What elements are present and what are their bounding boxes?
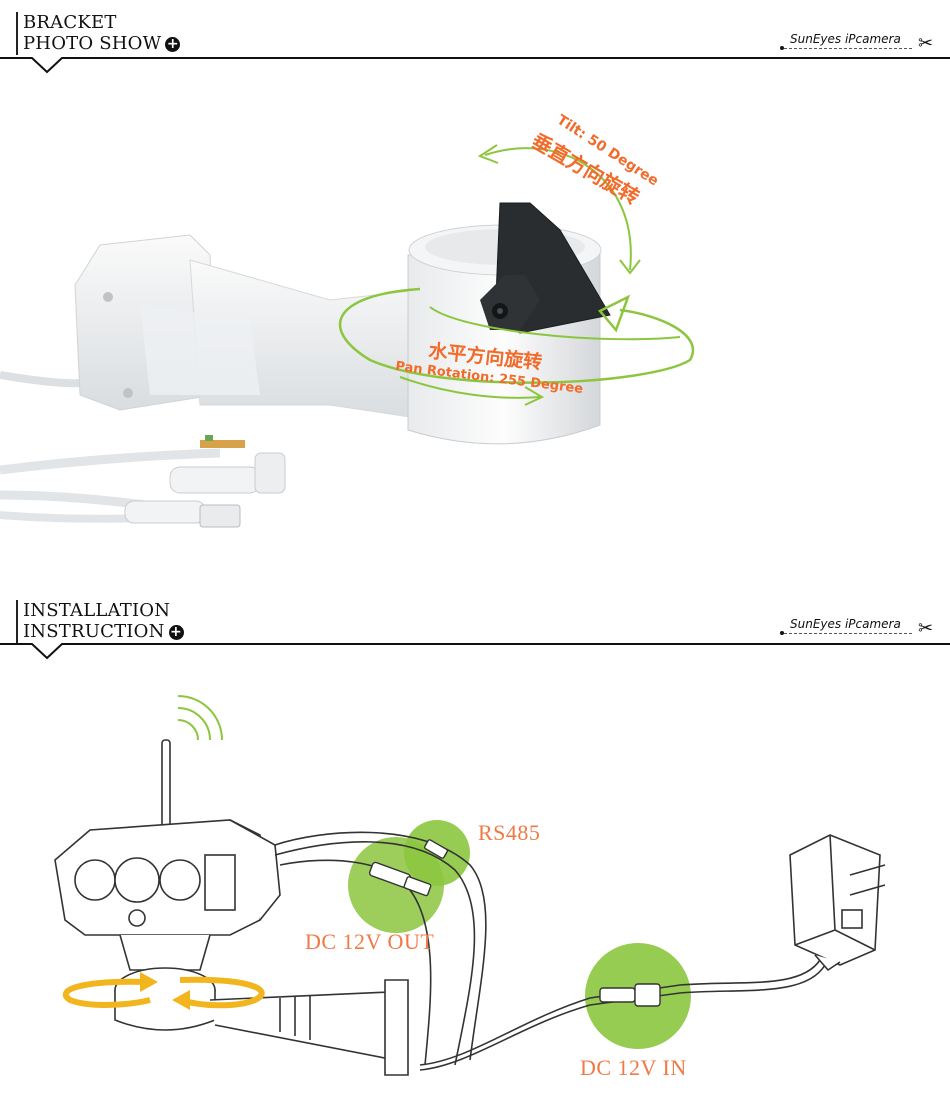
section-title: INSTALLATION INSTRUCTION+: [23, 600, 184, 642]
title-line-1: INSTALLATION: [23, 600, 171, 621]
header-accent-bar: [16, 12, 18, 55]
dc-in-label: DC 12V IN: [580, 1055, 687, 1080]
expand-plus-icon[interactable]: +: [165, 36, 181, 52]
title-line-2-text: PHOTO SHOW: [23, 33, 162, 54]
brand-dot: [780, 631, 784, 635]
section-1-rule: [0, 57, 950, 74]
wifi-signal-icon: [177, 695, 223, 741]
rotation-arrow-left: [62, 978, 151, 1008]
brand-dot: [780, 46, 784, 50]
tilt-arrow: [484, 147, 632, 271]
brand-label: SunEyes iPcamera: [790, 617, 901, 631]
brand-dashed-line: [784, 633, 912, 634]
section-title: BRACKET PHOTO SHOW+: [23, 12, 181, 54]
pan-arrow: [339, 287, 694, 384]
section-2-rule: [0, 643, 950, 660]
bracket-section-header: BRACKET PHOTO SHOW+ SunEyes iPcamera ✂: [0, 0, 950, 70]
dc-out-label: DC 12V OUT: [305, 929, 435, 954]
installation-diagram: [54, 695, 886, 1076]
scissors-icon: ✂: [918, 33, 934, 54]
title-line-2: PHOTO SHOW+: [23, 33, 181, 54]
rs485-label: RS485: [478, 820, 541, 845]
brand-dashed-line: [784, 48, 912, 49]
title-line-1: BRACKET: [23, 12, 117, 33]
title-line-2-text: INSTRUCTION: [23, 621, 165, 642]
power-adapter-drawing: [789, 834, 886, 972]
scissors-icon: ✂: [918, 618, 934, 639]
rotation-arrow-right: [179, 976, 265, 1009]
brand-label: SunEyes iPcamera: [790, 32, 901, 46]
installation-section-header: INSTALLATION INSTRUCTION+ SunEyes iPcame…: [0, 598, 950, 668]
bracket-photo: Tilt: 50 Degree 垂直方向旋转 水平方向旋转 Pan Rotati…: [0, 112, 694, 528]
title-line-2: INSTRUCTION+: [23, 621, 184, 642]
expand-plus-icon[interactable]: +: [168, 624, 184, 640]
header-accent-bar: [16, 600, 18, 643]
cable: [0, 448, 221, 475]
